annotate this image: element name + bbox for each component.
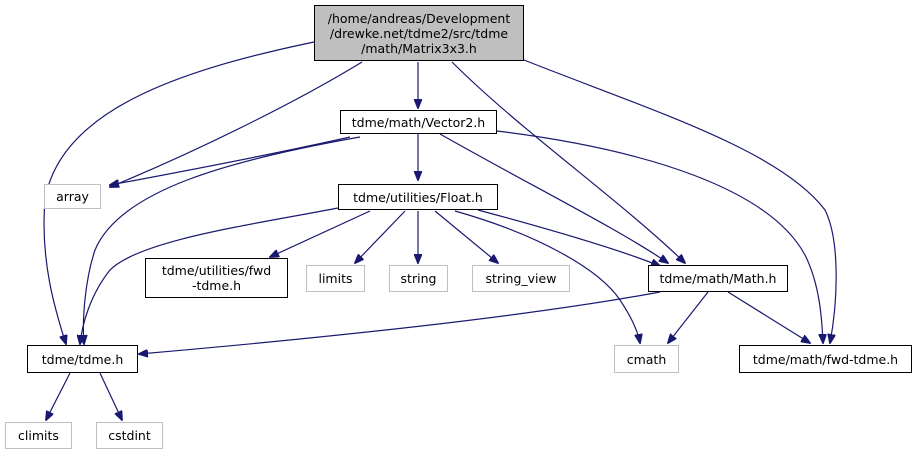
edge-float-to-cmath xyxy=(454,210,640,343)
edges xyxy=(43,41,837,420)
node-math-fwd[interactable]: tdme/math/fwd-tdme.h xyxy=(739,345,912,373)
edge-tdme-to-cstdint xyxy=(99,372,122,420)
node-utilities-fwd[interactable]: tdme/utilities/fwd -tdme.h xyxy=(145,258,288,298)
edge-tdme-to-climits xyxy=(46,372,71,420)
edge-float-to-string-view xyxy=(434,210,498,263)
node-string-view: string_view xyxy=(472,265,570,292)
node-cstdint: cstdint xyxy=(96,422,163,449)
edge-float-to-math xyxy=(477,209,660,266)
edge-vector2-to-array xyxy=(110,136,351,185)
edge-math-to-tdme xyxy=(139,291,661,354)
node-vector2[interactable]: tdme/math/Vector2.h xyxy=(340,110,497,134)
node-float[interactable]: tdme/utilities/Float.h xyxy=(338,184,498,210)
edge-matrix3x3-to-math-fwd xyxy=(523,59,837,343)
edge-matrix3x3-to-math xyxy=(451,61,685,263)
edge-vector2-to-math-fwd xyxy=(496,130,823,343)
node-math[interactable]: tdme/math/Math.h xyxy=(648,265,788,292)
node-string: string xyxy=(389,265,448,292)
edge-matrix3x3-to-tdme xyxy=(43,41,315,344)
edge-matrix3x3-to-array xyxy=(110,61,363,187)
node-array: array xyxy=(44,184,101,209)
node-tdme[interactable]: tdme/tdme.h xyxy=(27,345,138,373)
edge-float-to-utilities-fwd xyxy=(270,210,371,257)
edge-math-to-math-fwd xyxy=(727,291,810,343)
edge-float-to-limits xyxy=(355,210,406,263)
edge-vector2-to-math xyxy=(439,133,668,263)
edge-math-to-cmath xyxy=(668,291,709,343)
node-limits: limits xyxy=(306,265,365,292)
node-matrix3x3[interactable]: /home/andreas/Development /drewke.net/td… xyxy=(314,5,524,61)
node-climits: climits xyxy=(5,422,72,449)
edge-float-to-tdme xyxy=(80,207,339,344)
node-cmath: cmath xyxy=(614,345,679,373)
edge-vector2-to-tdme xyxy=(83,136,361,344)
